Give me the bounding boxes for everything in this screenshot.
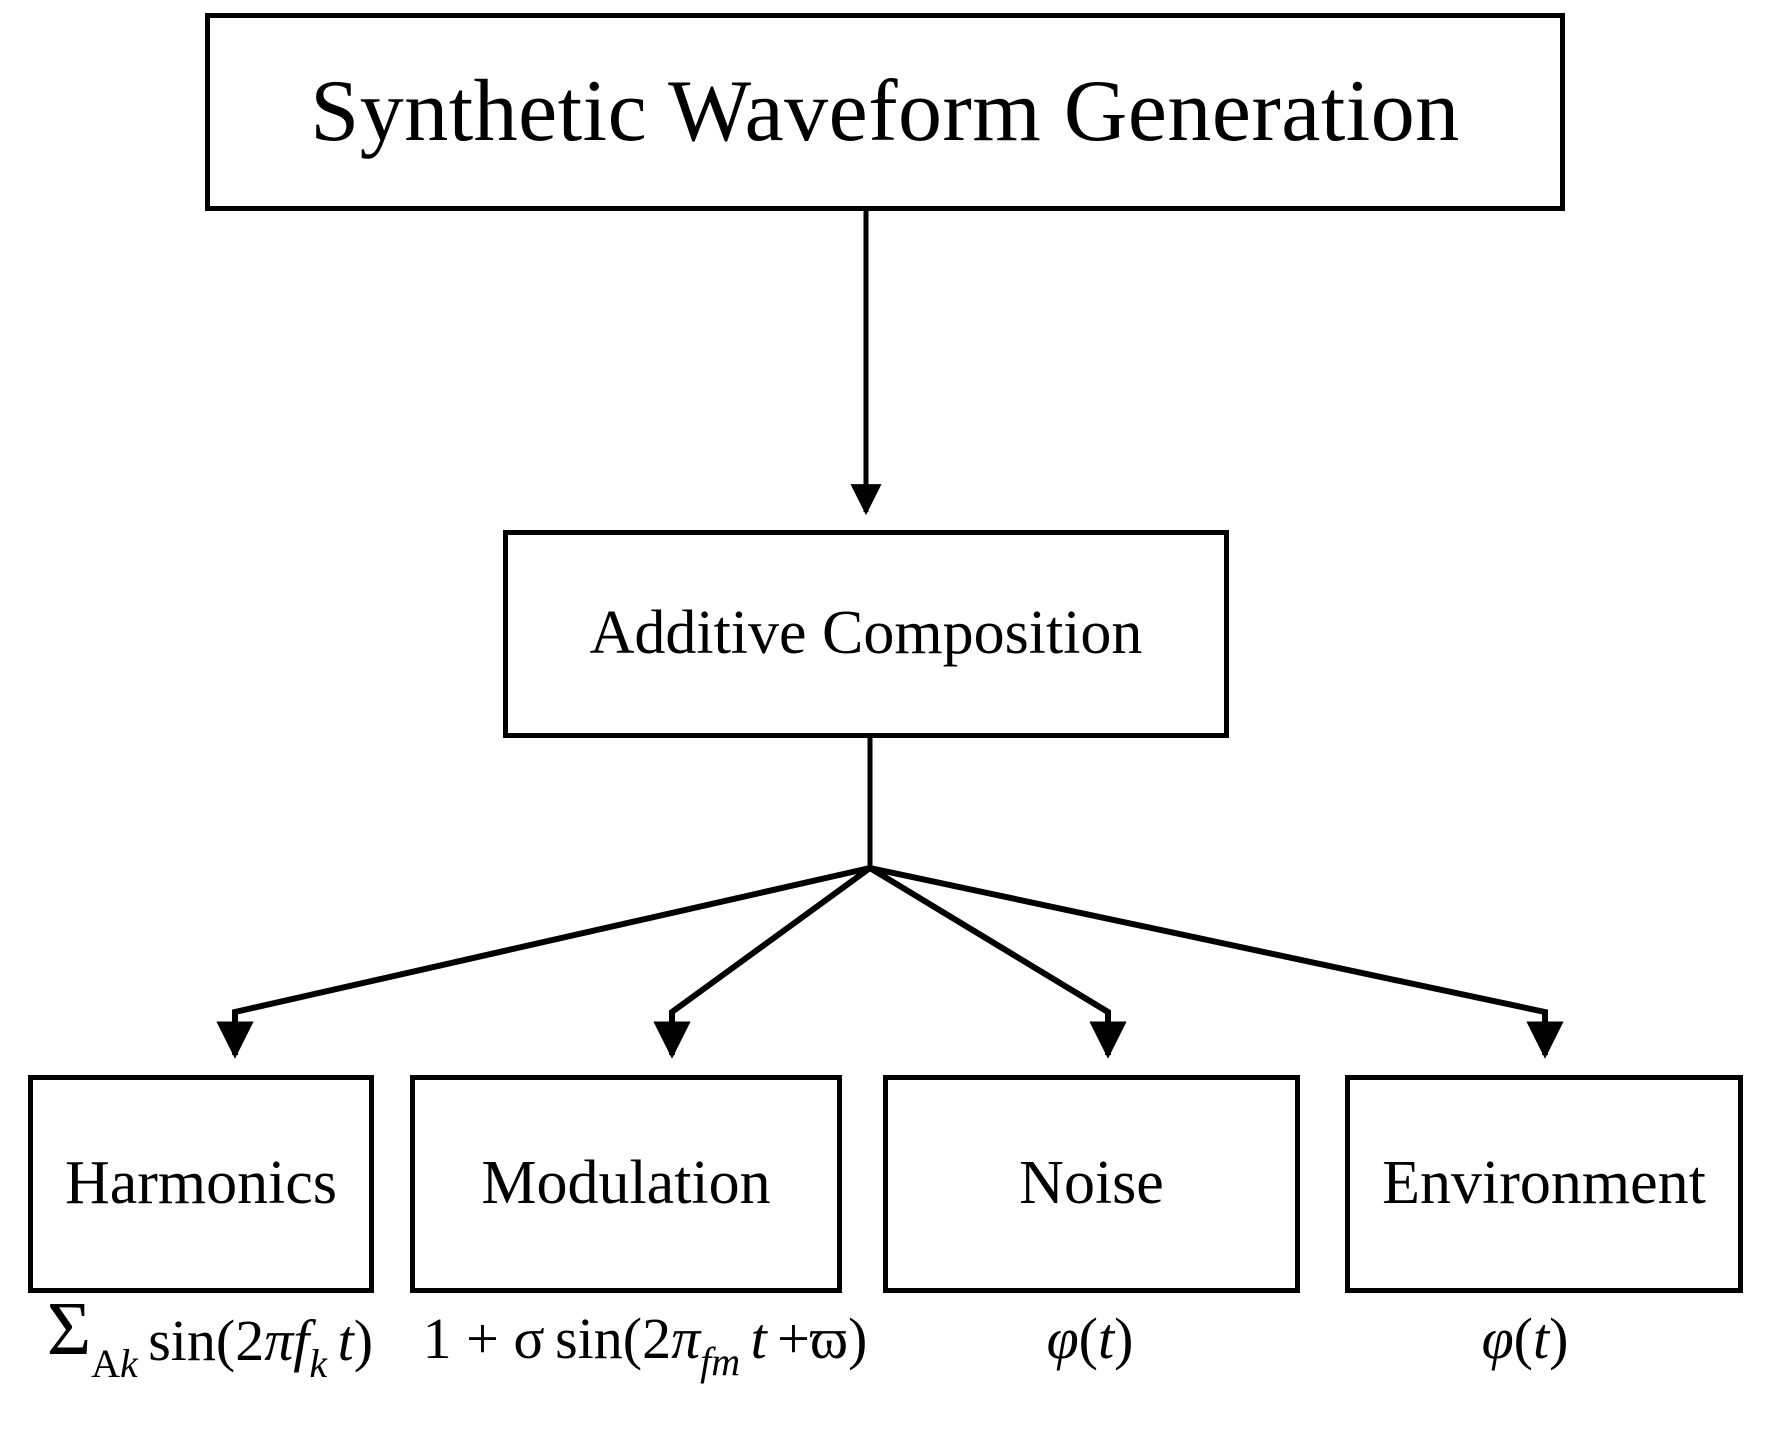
lead-term: 1 +: [422, 1306, 514, 1371]
pi-symbol: π: [671, 1306, 701, 1371]
edge-additive-to-modulation: [653, 865, 872, 1059]
node-harmonics[interactable]: Harmonics: [28, 1075, 374, 1293]
sigma-depth-symbol: σ: [513, 1306, 545, 1371]
node-root-label: Synthetic Waveform Generation: [310, 62, 1460, 160]
sigma-symbol: Σ: [46, 1287, 92, 1371]
node-additive-composition[interactable]: Additive Composition: [503, 530, 1229, 738]
node-environment-label: Environment: [1382, 1149, 1706, 1218]
phi-symbol: φ: [1481, 1306, 1514, 1371]
sin-open: sin(2: [148, 1308, 265, 1373]
time-symbol: t: [337, 1308, 354, 1373]
pi-symbol: π: [264, 1308, 294, 1373]
node-additive-composition-label: Additive Composition: [589, 599, 1143, 668]
time-symbol: t: [1097, 1306, 1115, 1371]
node-noise[interactable]: Noise: [883, 1075, 1300, 1293]
sigma-subscript-k: k: [120, 1340, 138, 1386]
paren-close: ): [1549, 1306, 1569, 1371]
paren-open: (: [1078, 1306, 1098, 1371]
paren-close: ): [848, 1306, 868, 1371]
plus-symbol: +: [777, 1306, 810, 1371]
time-symbol: t: [1532, 1306, 1550, 1371]
node-noise-label: Noise: [1019, 1149, 1164, 1218]
time-symbol: t: [750, 1306, 767, 1371]
formula-environment: φ(t): [1300, 1305, 1750, 1425]
frequency-symbol: f: [293, 1308, 310, 1373]
node-environment[interactable]: Environment: [1345, 1075, 1743, 1293]
sin-open: sin(2: [555, 1306, 672, 1371]
frequency-subscript-k: k: [309, 1340, 328, 1386]
pi-subscript-fm: fm: [700, 1338, 741, 1384]
edge-additive-to-environment: [869, 865, 1564, 1059]
node-modulation[interactable]: Modulation: [410, 1075, 842, 1293]
phase-symbol: ϖ: [809, 1306, 849, 1371]
node-modulation-label: Modulation: [481, 1149, 771, 1218]
node-root[interactable]: Synthetic Waveform Generation: [205, 13, 1565, 211]
node-harmonics-label: Harmonics: [64, 1149, 338, 1218]
paren-close: ): [353, 1308, 374, 1373]
formula-noise: φ(t): [880, 1305, 1300, 1425]
phi-symbol: φ: [1046, 1306, 1079, 1371]
paren-close: ): [1114, 1306, 1134, 1371]
edge-additive-to-harmonics: [216, 865, 871, 1059]
edge-additive-to-noise: [868, 865, 1127, 1059]
formula-noise-expression: φ(t): [1047, 1305, 1134, 1372]
paren-open: (: [1513, 1306, 1533, 1371]
formula-environment-expression: φ(t): [1482, 1305, 1569, 1372]
sigma-subscript-A: A: [91, 1340, 121, 1386]
